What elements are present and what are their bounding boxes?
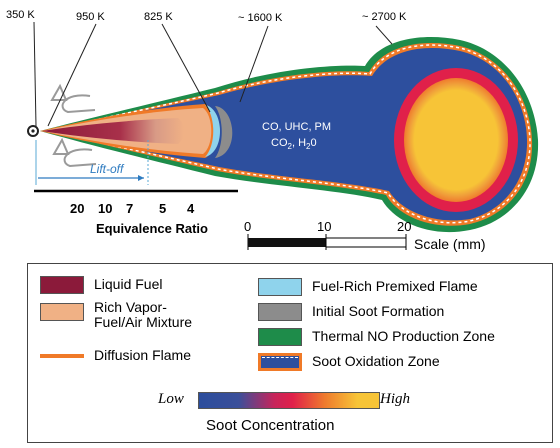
diffusion-flame-swatch (40, 354, 84, 358)
emissions-text-line2: CO2, H20 (271, 137, 317, 152)
legend-label: Diffusion Flame (94, 347, 192, 363)
soot-core (404, 78, 508, 202)
equivalence-ratio-title: Equivalence Ratio (96, 221, 208, 236)
liftoff-label: Lift-off (90, 162, 124, 176)
initial-soot-formation (215, 106, 233, 158)
leader-lines (33, 21, 393, 127)
recirculation-arrow-icon (50, 83, 96, 114)
scale-tick: 10 (317, 219, 332, 234)
temp-label-1600: ~ 1600 K (238, 12, 283, 24)
temp-label-825: 825 K (144, 11, 173, 23)
legend-label: Liquid Fuel (94, 276, 163, 292)
liftoff-arrowhead (138, 175, 144, 181)
gradient-low-label: Low (158, 391, 184, 407)
rich-vapor-swatch (40, 303, 84, 321)
legend-label: Rich Vapor- Fuel/Air Mixture (94, 299, 193, 330)
initial-soot-swatch (258, 303, 302, 321)
emissions-text-line1: CO, UHC, PM (262, 121, 332, 133)
premixed-flame-swatch (258, 278, 302, 296)
temp-label-2700: ~ 2700 K (362, 11, 407, 23)
premixed-flame (205, 105, 221, 157)
scale-tick: 20 (397, 219, 412, 234)
liquid-fuel-spray (42, 118, 184, 144)
scale-title: Scale (mm) (414, 236, 486, 252)
scale-bar (247, 234, 407, 250)
eq-tick: 5 (159, 201, 167, 216)
injector-dot (31, 129, 35, 133)
gradient-high-label: High (380, 391, 410, 407)
recirculation-arrow-icon (52, 137, 97, 168)
soot-oxidation-swatch (258, 353, 302, 371)
gradient-title: Soot Concentration (206, 417, 335, 434)
thermal-no-swatch (258, 328, 302, 346)
legend-label: Fuel-Rich Premixed Flame (312, 278, 478, 294)
scale-tick: 0 (244, 219, 252, 234)
liquid-fuel-swatch (40, 276, 84, 294)
legend-label: Initial Soot Formation (312, 303, 445, 319)
eq-tick: 7 (126, 201, 134, 216)
temp-label-350: 350 K (6, 9, 35, 21)
eq-tick: 4 (187, 201, 195, 216)
eq-tick: 20 (70, 201, 85, 216)
temp-label-950: 950 K (76, 11, 105, 23)
legend: Liquid Fuel Rich Vapor- Fuel/Air Mixture… (27, 263, 553, 443)
soot-concentration-gradient (198, 392, 380, 409)
eq-tick: 10 (98, 201, 113, 216)
legend-label: Soot Oxidation Zone (312, 353, 440, 369)
legend-label: Thermal NO Production Zone (312, 328, 495, 344)
